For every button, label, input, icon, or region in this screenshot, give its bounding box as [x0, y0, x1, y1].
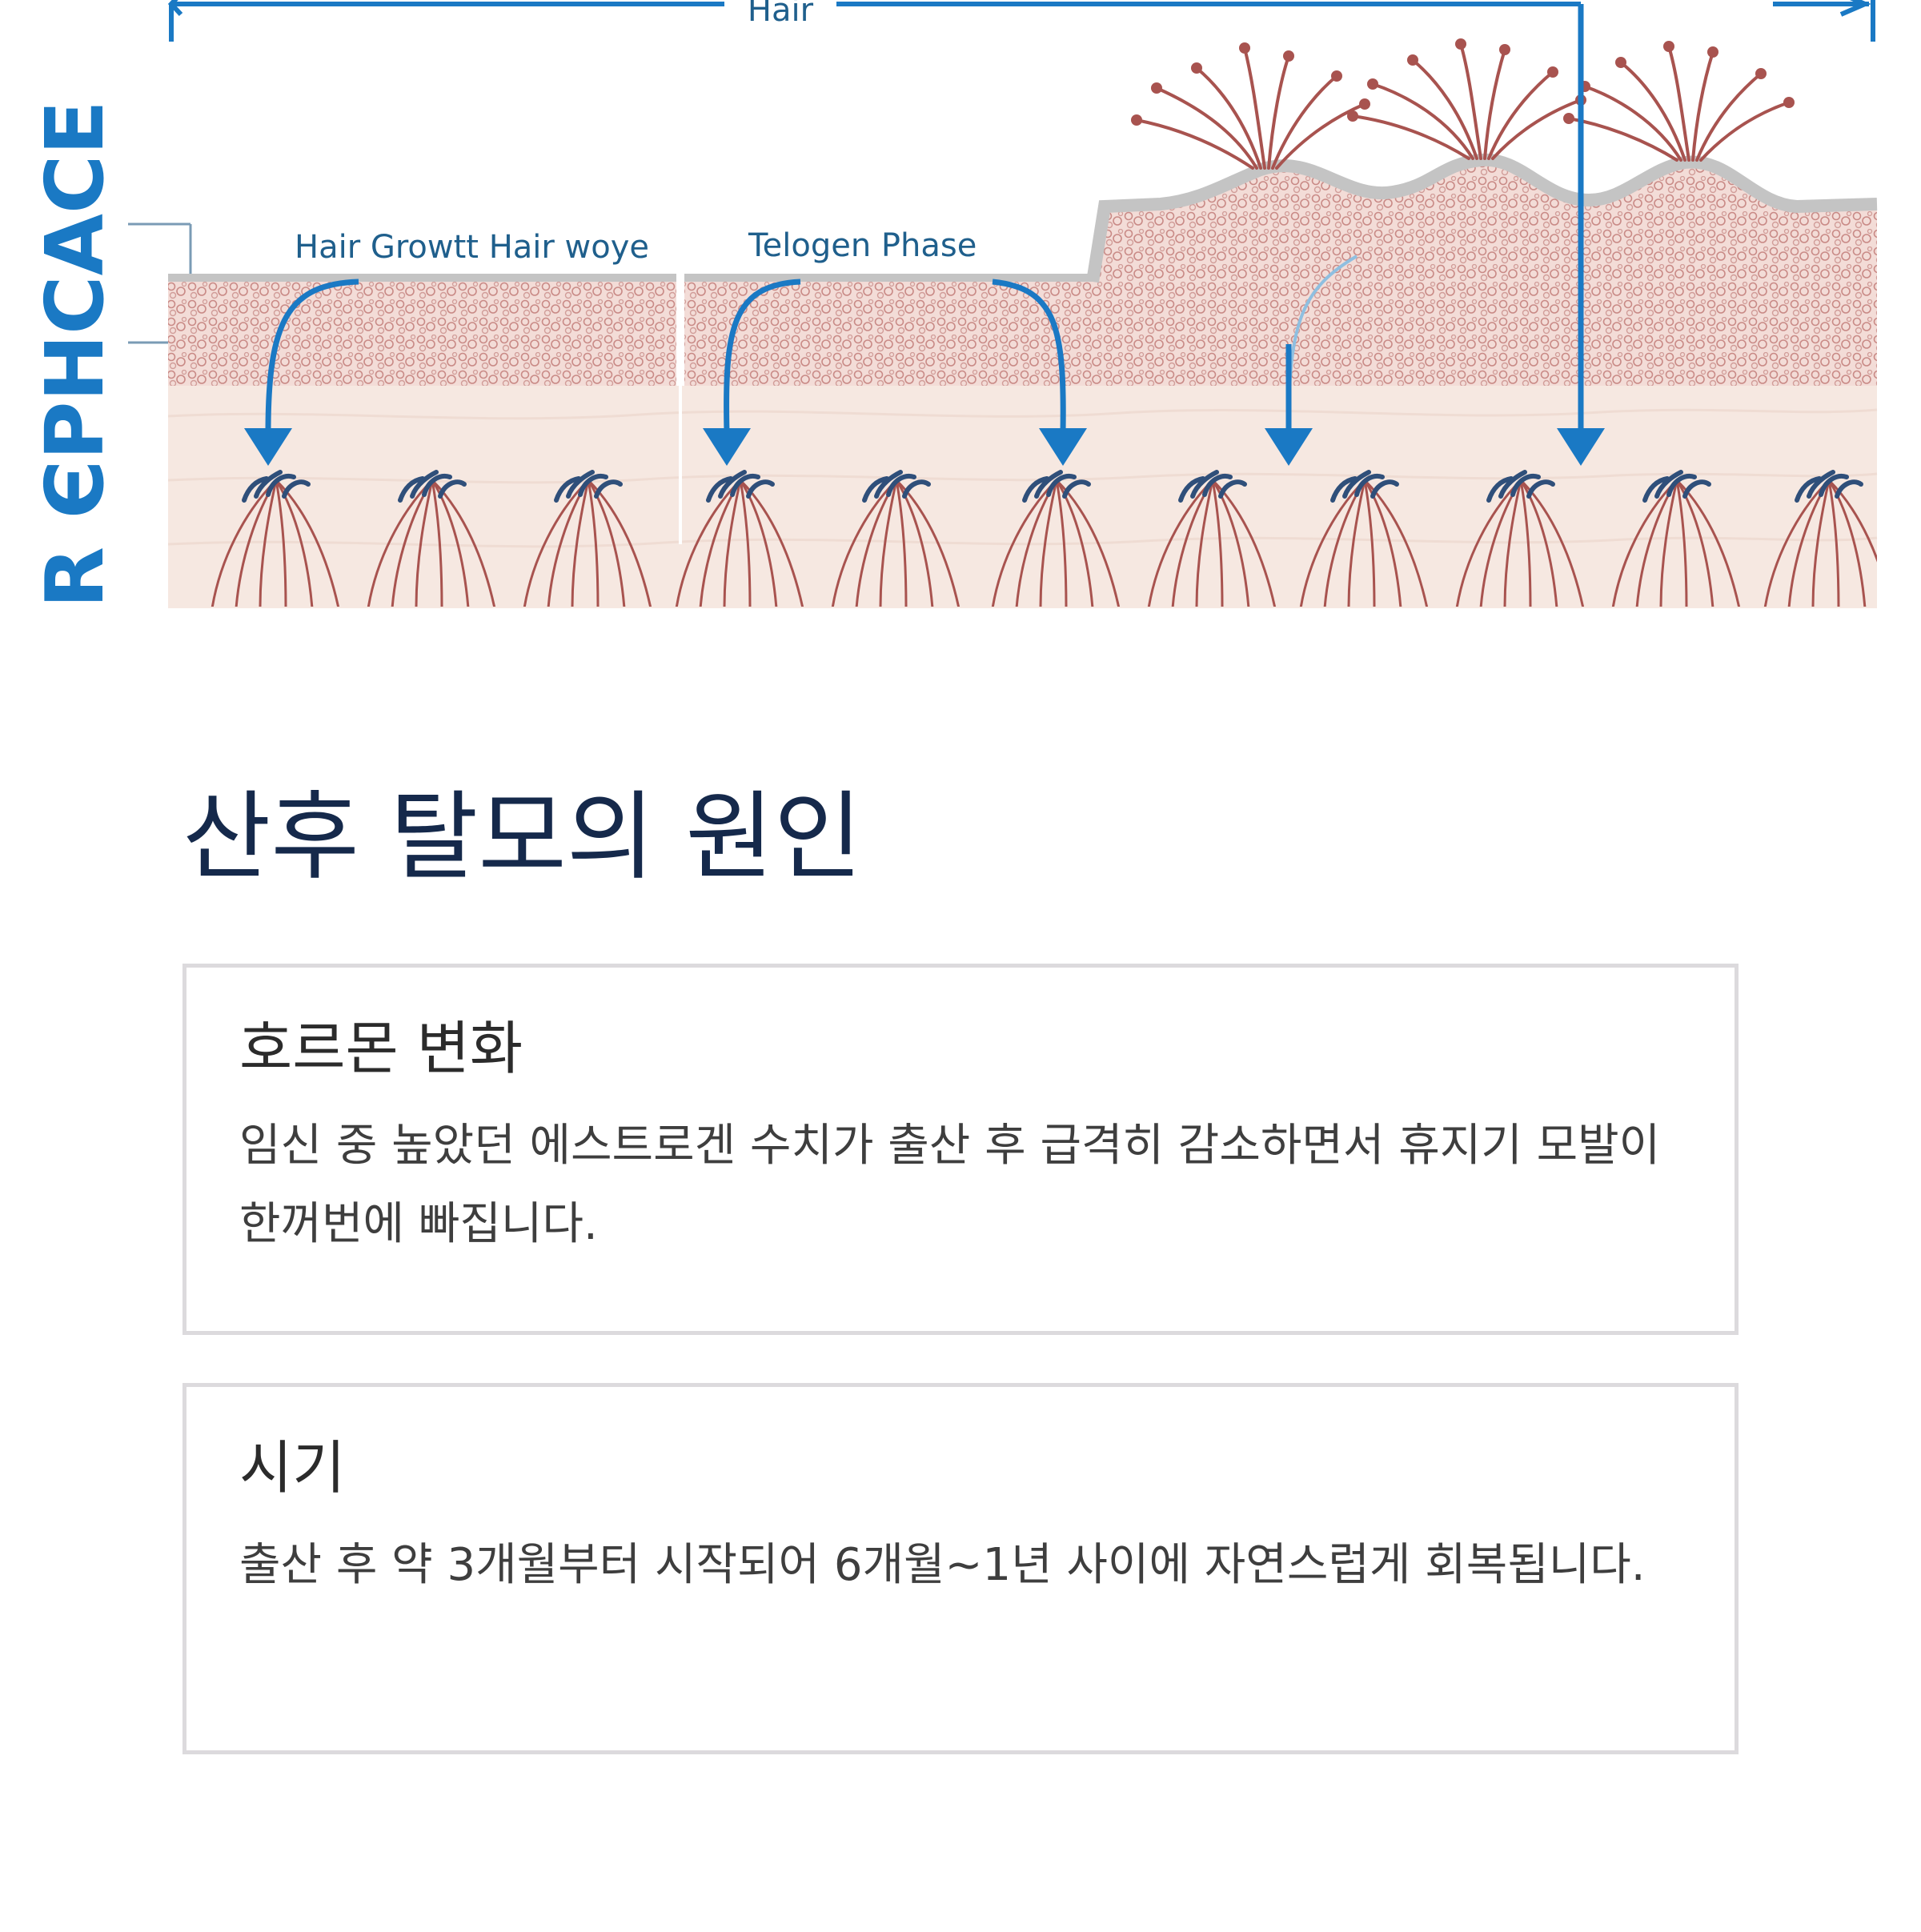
card-description: 출산 후 약 3개월부터 시작되어 6개월~1년 사이에 자연스럽게 회복됩니다…: [239, 1539, 1646, 1591]
card-title: 호르몬 변화: [239, 1015, 523, 1082]
arrow-heads: [244, 428, 1605, 466]
downward-arrows: [265, 4, 1584, 433]
vertical-side-label: R ЄPHCACE: [28, 100, 122, 608]
layer-bracket: [128, 222, 192, 344]
phase-label-growth: Hair Growtt Hair woye: [295, 229, 649, 266]
hair-strands-top: [1135, 42, 1791, 170]
cause-card-hormone: 호르몬 변화 임신 중 높았던 에스트로겐 수치가 출산 후 급격히 감소하면서…: [182, 964, 1739, 1335]
cause-card-timing: 시기 출산 후 약 3개월부터 시작되어 6개월~1년 사이에 자연스럽게 회복…: [182, 1383, 1739, 1754]
card-description: 임신 중 높았던 에스트로겐 수치가 출산 후 급격히 감소하면서 휴지기 모발…: [239, 1120, 1661, 1250]
phase-label-telogen: Telogen Phase: [748, 227, 977, 264]
hair-cycle-diagram: Hair R ЄPHCACE: [0, 0, 1921, 608]
section-title: 산후 탈모의 원인: [182, 782, 863, 893]
skin-layers: [167, 153, 1878, 608]
hair-cycle-illustration: Hair R ЄPHCACE: [28, 0, 1878, 608]
top-span-label: Hair: [748, 0, 814, 29]
top-span-arrow: [167, 0, 1875, 42]
card-title: 시기: [239, 1434, 346, 1501]
